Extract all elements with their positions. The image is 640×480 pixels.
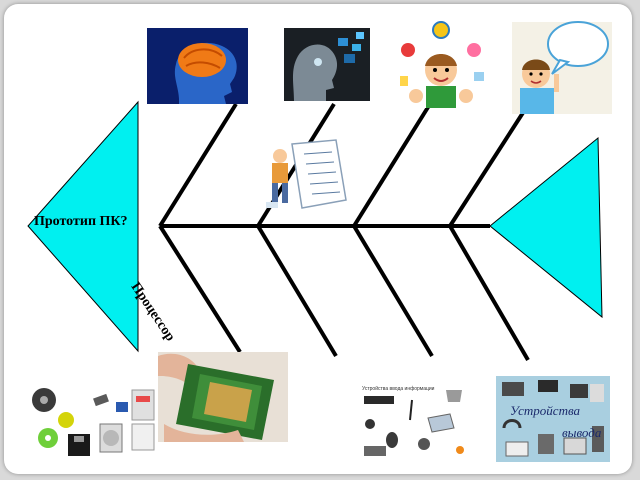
output-caption-line-2: вывода	[562, 425, 602, 440]
paper-man-illustration	[266, 139, 347, 209]
bone-lower-2	[256, 224, 338, 358]
digital-head-illustration	[284, 28, 370, 101]
fish-head	[27, 100, 139, 353]
input-devices-illustration: Устройства ввода информации	[356, 380, 474, 468]
storage-devices-illustration	[26, 384, 158, 472]
bone-upper-3	[352, 102, 432, 228]
output-devices-illustration	[496, 376, 610, 462]
brain-illustration	[147, 28, 248, 104]
fish-tail	[489, 136, 603, 319]
slide: Устройства ввода информации Прототип ПК?…	[4, 4, 632, 474]
speech-bubble-illustration	[512, 21, 612, 114]
head-label: Прототип ПК?	[34, 214, 128, 229]
output-devices-caption: Устройства вывода	[510, 400, 601, 444]
input-devices-caption: Устройства ввода информации	[362, 385, 435, 392]
cpu-chip-illustration	[158, 352, 288, 442]
output-caption-line-1: Устройства	[510, 403, 581, 418]
bone-lower-1	[158, 224, 242, 354]
child-illustration	[390, 20, 492, 108]
bone-lower-3	[352, 224, 434, 358]
bone-upper-4	[448, 106, 528, 228]
fishbone-diagram: Устройства ввода информации	[26, 20, 612, 472]
bone-lower-4	[448, 224, 530, 362]
bone-upper-1	[158, 102, 238, 228]
